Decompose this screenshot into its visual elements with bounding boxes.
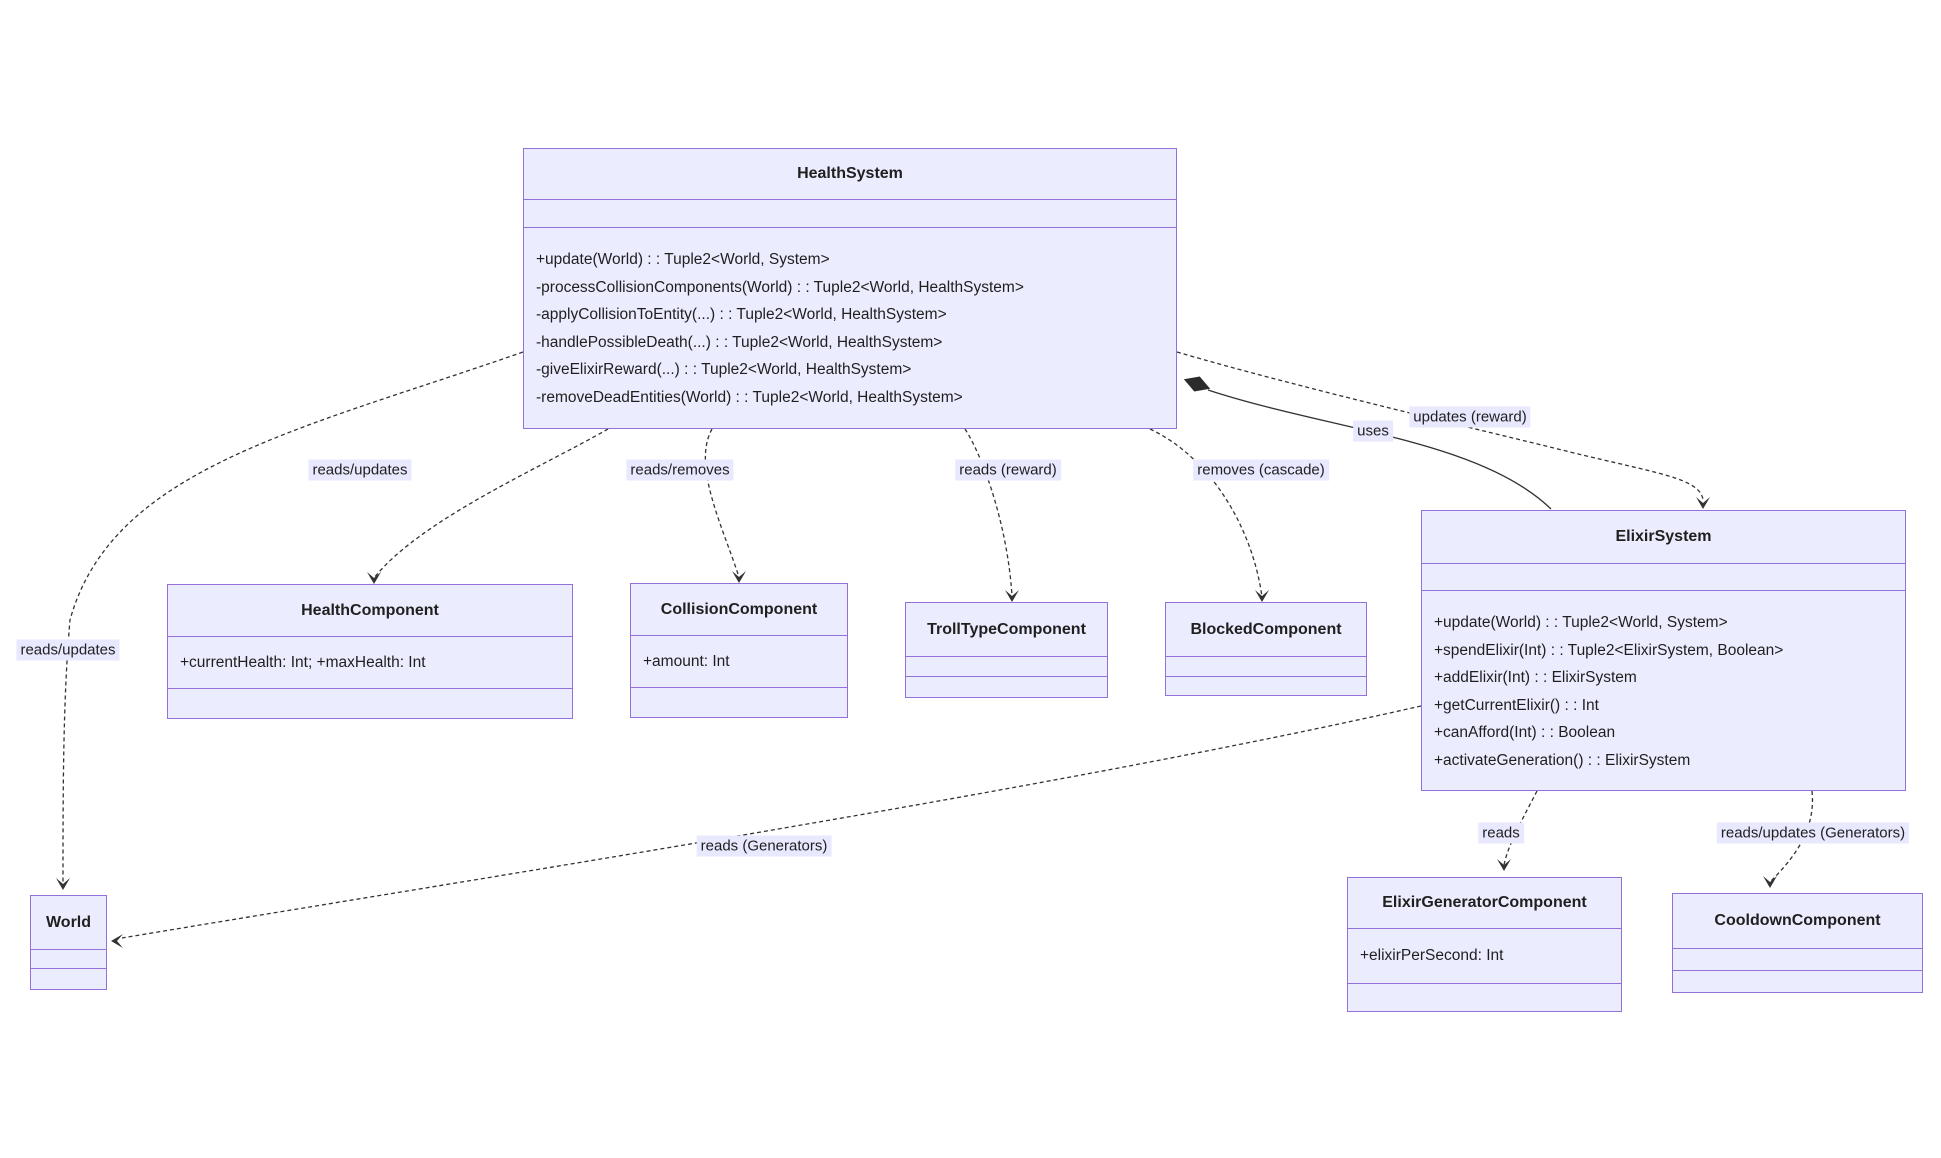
- class-trolltypecomponent: TrollTypeComponent: [905, 602, 1108, 698]
- class-title: CollisionComponent: [631, 584, 847, 636]
- class-healthcomponent: HealthComponent +currentHealth: Int; +ma…: [167, 584, 573, 719]
- class-methods: +update(World) : : Tuple2<World, System>…: [524, 228, 1176, 428]
- arrowhead-elixirgeneratorcomponent: [1497, 859, 1511, 871]
- attribute-line: +currentHealth: Int; +maxHealth: Int: [180, 653, 426, 671]
- class-collisioncomponent: CollisionComponent +amount: Int: [630, 583, 848, 718]
- arrowhead-world-top: [56, 878, 70, 890]
- class-methods-empty: [1348, 984, 1621, 1011]
- edge-label-reads-generators: reads (Generators): [696, 835, 832, 857]
- class-methods-empty: [631, 688, 847, 717]
- edge-healthsystem-world: [62, 351, 524, 885]
- edge-healthsystem-blockedcomponent: [1149, 428, 1263, 598]
- edge-label-reads-updates: reads/updates: [308, 459, 412, 481]
- edge-healthsystem-healthcomponent: [373, 428, 609, 579]
- class-title: World: [31, 896, 106, 950]
- class-title: BlockedComponent: [1166, 603, 1366, 657]
- method-line: -processCollisionComponents(World) : : T…: [536, 278, 1024, 296]
- method-line: -applyCollisionToEntity(...) : : Tuple2<…: [536, 306, 947, 323]
- class-title: HealthComponent: [168, 585, 572, 637]
- edge-label-updates-reward: updates (reward): [1409, 406, 1531, 428]
- class-attributes-empty: [1422, 564, 1905, 591]
- arrowhead-elixirsystem-top: [1696, 497, 1710, 509]
- edge-label-reads: reads: [1478, 822, 1524, 844]
- arrowhead-healthcomponent: [367, 572, 381, 584]
- attribute-line: +elixirPerSecond: Int: [1360, 947, 1504, 965]
- class-title: HealthSystem: [524, 149, 1176, 200]
- edge-healthsystem-collisioncomponent: [704, 428, 740, 578]
- class-world: World: [30, 895, 107, 990]
- method-line: +update(World) : : Tuple2<World, System>: [536, 251, 830, 268]
- class-elixirsystem: ElixirSystem +update(World) : : Tuple2<W…: [1421, 510, 1906, 791]
- method-line: -removeDeadEntities(World) : : Tuple2<Wo…: [536, 388, 963, 406]
- class-title: ElixirSystem: [1422, 511, 1905, 564]
- edge-label-removes-cascade: removes (cascade): [1193, 459, 1329, 481]
- edge-label-reads-updates-world: reads/updates: [16, 639, 120, 661]
- edge-label-uses: uses: [1353, 420, 1393, 442]
- method-line: +getCurrentElixir() : : Int: [1434, 696, 1599, 714]
- class-attributes-empty: [906, 657, 1107, 677]
- class-attributes: +amount: Int: [631, 636, 847, 688]
- edge-elixirsystem-world: [121, 705, 1422, 939]
- arrowhead-cooldowncomponent: [1763, 876, 1777, 888]
- edge-label-reads-updates-generators: reads/updates (Generators): [1716, 822, 1910, 844]
- class-attributes-empty: [524, 200, 1176, 228]
- class-title: ElixirGeneratorComponent: [1348, 878, 1621, 929]
- class-elixirgeneratorcomponent: ElixirGeneratorComponent +elixirPerSecon…: [1347, 877, 1622, 1012]
- class-attributes-empty: [31, 950, 106, 969]
- arrowhead-blockedcomponent: [1255, 590, 1269, 602]
- arrowhead-trolltypecomponent: [1005, 590, 1019, 602]
- arrowhead-world-right: [111, 934, 123, 948]
- class-cooldowncomponent: CooldownComponent: [1672, 893, 1923, 993]
- edge-healthsystem-trolltypecomponent: [964, 428, 1013, 597]
- edge-healthsystem-elixirsystem-updates: [1176, 351, 1704, 500]
- attribute-line: +amount: Int: [643, 652, 730, 670]
- class-attributes: +currentHealth: Int; +maxHealth: Int: [168, 637, 572, 689]
- class-methods-empty: [31, 969, 106, 989]
- class-methods-empty: [168, 689, 572, 718]
- class-blockedcomponent: BlockedComponent: [1165, 602, 1367, 696]
- edge-label-reads-reward: reads (reward): [955, 459, 1061, 481]
- edge-healthsystem-elixirsystem-uses: [1207, 389, 1552, 510]
- method-line: +canAfford(Int) : : Boolean: [1434, 724, 1616, 741]
- class-attributes-empty: [1166, 657, 1366, 677]
- composition-diamond: [1183, 376, 1211, 392]
- class-title: CooldownComponent: [1673, 894, 1922, 949]
- method-line: -giveElixirReward(...) : : Tuple2<World,…: [536, 361, 912, 378]
- method-line: +activateGeneration() : : ElixirSystem: [1434, 751, 1691, 769]
- method-line: +addElixir(Int) : : ElixirSystem: [1434, 669, 1637, 686]
- method-line: -handlePossibleDeath(...) : : Tuple2<Wor…: [536, 333, 943, 351]
- class-methods-empty: [1673, 971, 1922, 992]
- class-methods: +update(World) : : Tuple2<World, System>…: [1422, 591, 1905, 790]
- class-methods-empty: [1166, 677, 1366, 695]
- edge-label-reads-removes: reads/removes: [626, 459, 734, 481]
- class-healthsystem: HealthSystem +update(World) : : Tuple2<W…: [523, 148, 1177, 429]
- arrowhead-collisioncomponent: [732, 571, 746, 583]
- class-attributes-empty: [1673, 949, 1922, 971]
- method-line: +update(World) : : Tuple2<World, System>: [1434, 614, 1728, 631]
- method-line: +spendElixir(Int) : : Tuple2<ElixirSyste…: [1434, 641, 1784, 659]
- class-methods-empty: [906, 677, 1107, 697]
- class-title: TrollTypeComponent: [906, 603, 1107, 657]
- class-attributes: +elixirPerSecond: Int: [1348, 929, 1621, 984]
